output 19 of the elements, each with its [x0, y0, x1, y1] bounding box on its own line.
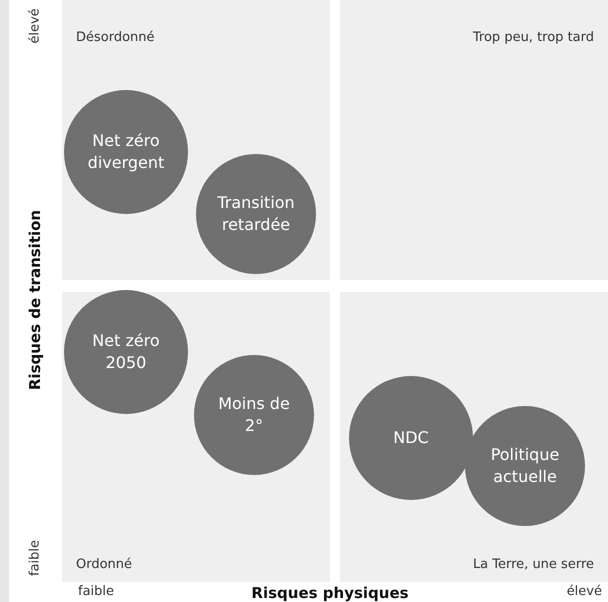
quadrant-label: Ordonné — [76, 557, 132, 572]
scenario-label: Net zéro divergent — [86, 130, 166, 174]
scenario-label: Moins de 2° — [217, 393, 291, 437]
scenario-label: Transition retardée — [216, 192, 296, 236]
axis-end-label: élevé — [28, 8, 42, 44]
axis-end-label: faible — [28, 540, 42, 576]
axis-title: Risques physiques — [251, 584, 409, 602]
quadrant-label: Trop peu, trop tard — [472, 30, 594, 45]
quadrant-panel — [340, 292, 608, 582]
axis-title: Risques de transition — [26, 210, 44, 390]
scenario-label: Politique actuelle — [490, 444, 560, 488]
scenario-label: Net zéro 2050 — [91, 330, 161, 374]
quadrant-panel — [62, 0, 330, 280]
quadrant-label: La Terre, une serre — [472, 557, 594, 572]
axis-end-label: élevé — [566, 584, 602, 599]
axis-end-label: faible — [78, 584, 114, 599]
scenario-label: NDC — [392, 427, 430, 449]
quadrant-label: Désordonné — [76, 30, 155, 45]
quadrant-panel — [62, 292, 330, 582]
